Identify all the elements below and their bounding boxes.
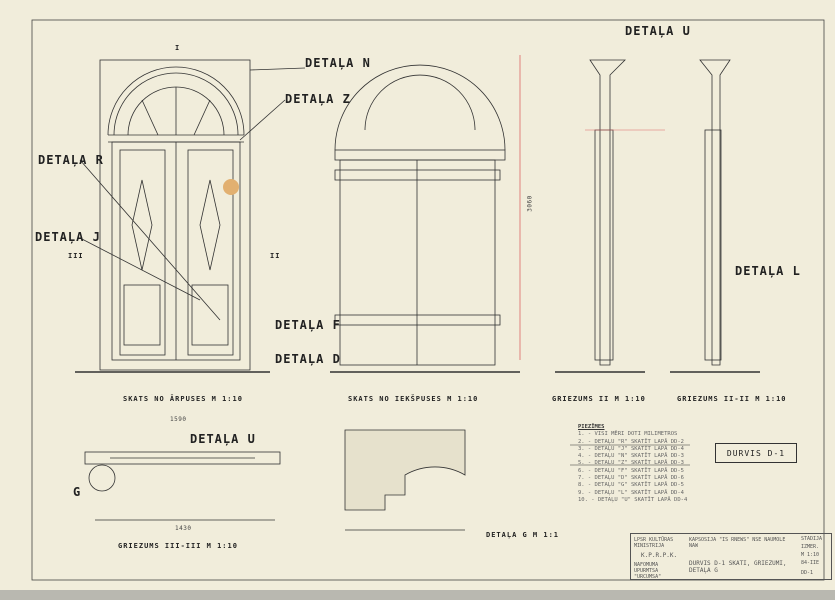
org-ministry: LPSR KULTŪRAS MINISTRIJA [634,537,674,549]
detail-label-u-plan: DETAĻA U [190,432,256,446]
sheet-title: DURVIS D-1 SKATI, GRIEZUMI, DETAĻA G [689,560,787,574]
note-item: 1. - VISI MĒRI DOTI MILIMETROS [578,431,678,438]
view-title-section-i: GRIEZUMS II M 1:10 [552,395,646,403]
plan-section [84,451,281,521]
dim-plan-width: 1590 [170,416,187,423]
tb-cell: IZMER. [801,544,820,550]
dim-door-width: 1430 [175,525,192,532]
notes-block: PIEZĪMES 1. - VISI MĒRI DOTI MILIMETROS … [578,424,687,504]
org-kprpk: K.P.R.P.K. [641,552,678,559]
inside-view [330,55,521,373]
detail-g [344,429,466,531]
note-item: 6. - DETAĻU "F" SKATĪT LAPĀ DD-5 [578,467,684,474]
view-title-section-ii: GRIEZUMS II-II M 1:10 [677,395,787,403]
org-sub: NAFOMUMA UPURMTSA "URCUMSA" [634,562,662,580]
tb-cell: STADIJA [801,536,823,542]
section-mark-i: I [175,44,181,52]
note-item: 9. - DETAĻU "L" SKATĪT LAPĀ DD-4 [578,489,684,496]
title-block: LPSR KULTŪRAS MINISTRIJA K.P.R.P.K. NAFO… [630,533,832,580]
project-name: KAPSOSIJA "IS RNEWS" NSE NAUMOLE NAW [689,537,786,549]
view-title-inside: SKATS NO IEKŠPUSES M 1:10 [348,395,479,403]
tb-cell: 84-IIE [801,560,820,566]
door-id-stamp: DURVIS D-1 [715,443,797,463]
detail-label-j: DETAĻA J [35,230,101,244]
detail-label-l: DETAĻA L [735,264,801,278]
detail-label-z: DETAĻA Z [285,92,351,106]
detail-label-g: G [73,485,82,499]
tb-cell: M 1:10 [801,552,820,558]
dim-total-height: 3060 [526,195,534,212]
detail-label-f: DETAĻA F [275,318,341,332]
front-view [75,59,306,373]
note-item: 5. - DETAĻU "Z" SKATĪT LAPĀ DD-3 [578,460,684,467]
notes-heading: PIEZĪMES [578,424,605,430]
sections [555,59,760,373]
view-title-front: SKATS NO ĀRPUSES M 1:10 [123,395,243,403]
view-title-section-iii: GRIEZUMS III-III M 1:10 [118,542,238,550]
note-item: 2. - DETAĻU "R" SKATĪT LAPĀ DD-2 [578,438,684,445]
detail-label-r: DETAĻA R [38,153,104,167]
detail-label-n: DETAĻA N [305,56,371,70]
tb-cell: DD-1 [801,570,814,576]
detail-label-u-top: DETAĻA U [625,24,691,38]
note-item: 8. - DETAĻU "G" SKATĪT LAPĀ DD-5 [578,482,684,489]
note-item: 3. - DETAĻU "J" SKATĪT LAPĀ DD-4 [578,445,684,452]
note-item: 7. - DETAĻU "D" SKATĪT LAPĀ DD-6 [578,475,684,482]
detail-label-d: DETAĻA D [275,352,341,366]
section-mark-iii: III [68,252,84,260]
view-title-detail-g: DETAĻA G M 1:1 [486,531,560,539]
section-mark-ii: II [270,252,281,260]
note-item: 10. - DETAĻU "U" SKATĪT LAPĀ DD-4 [578,496,688,503]
note-item: 4. - DETAĻU "N" SKATĪT LAPĀ DD-3 [578,453,684,460]
